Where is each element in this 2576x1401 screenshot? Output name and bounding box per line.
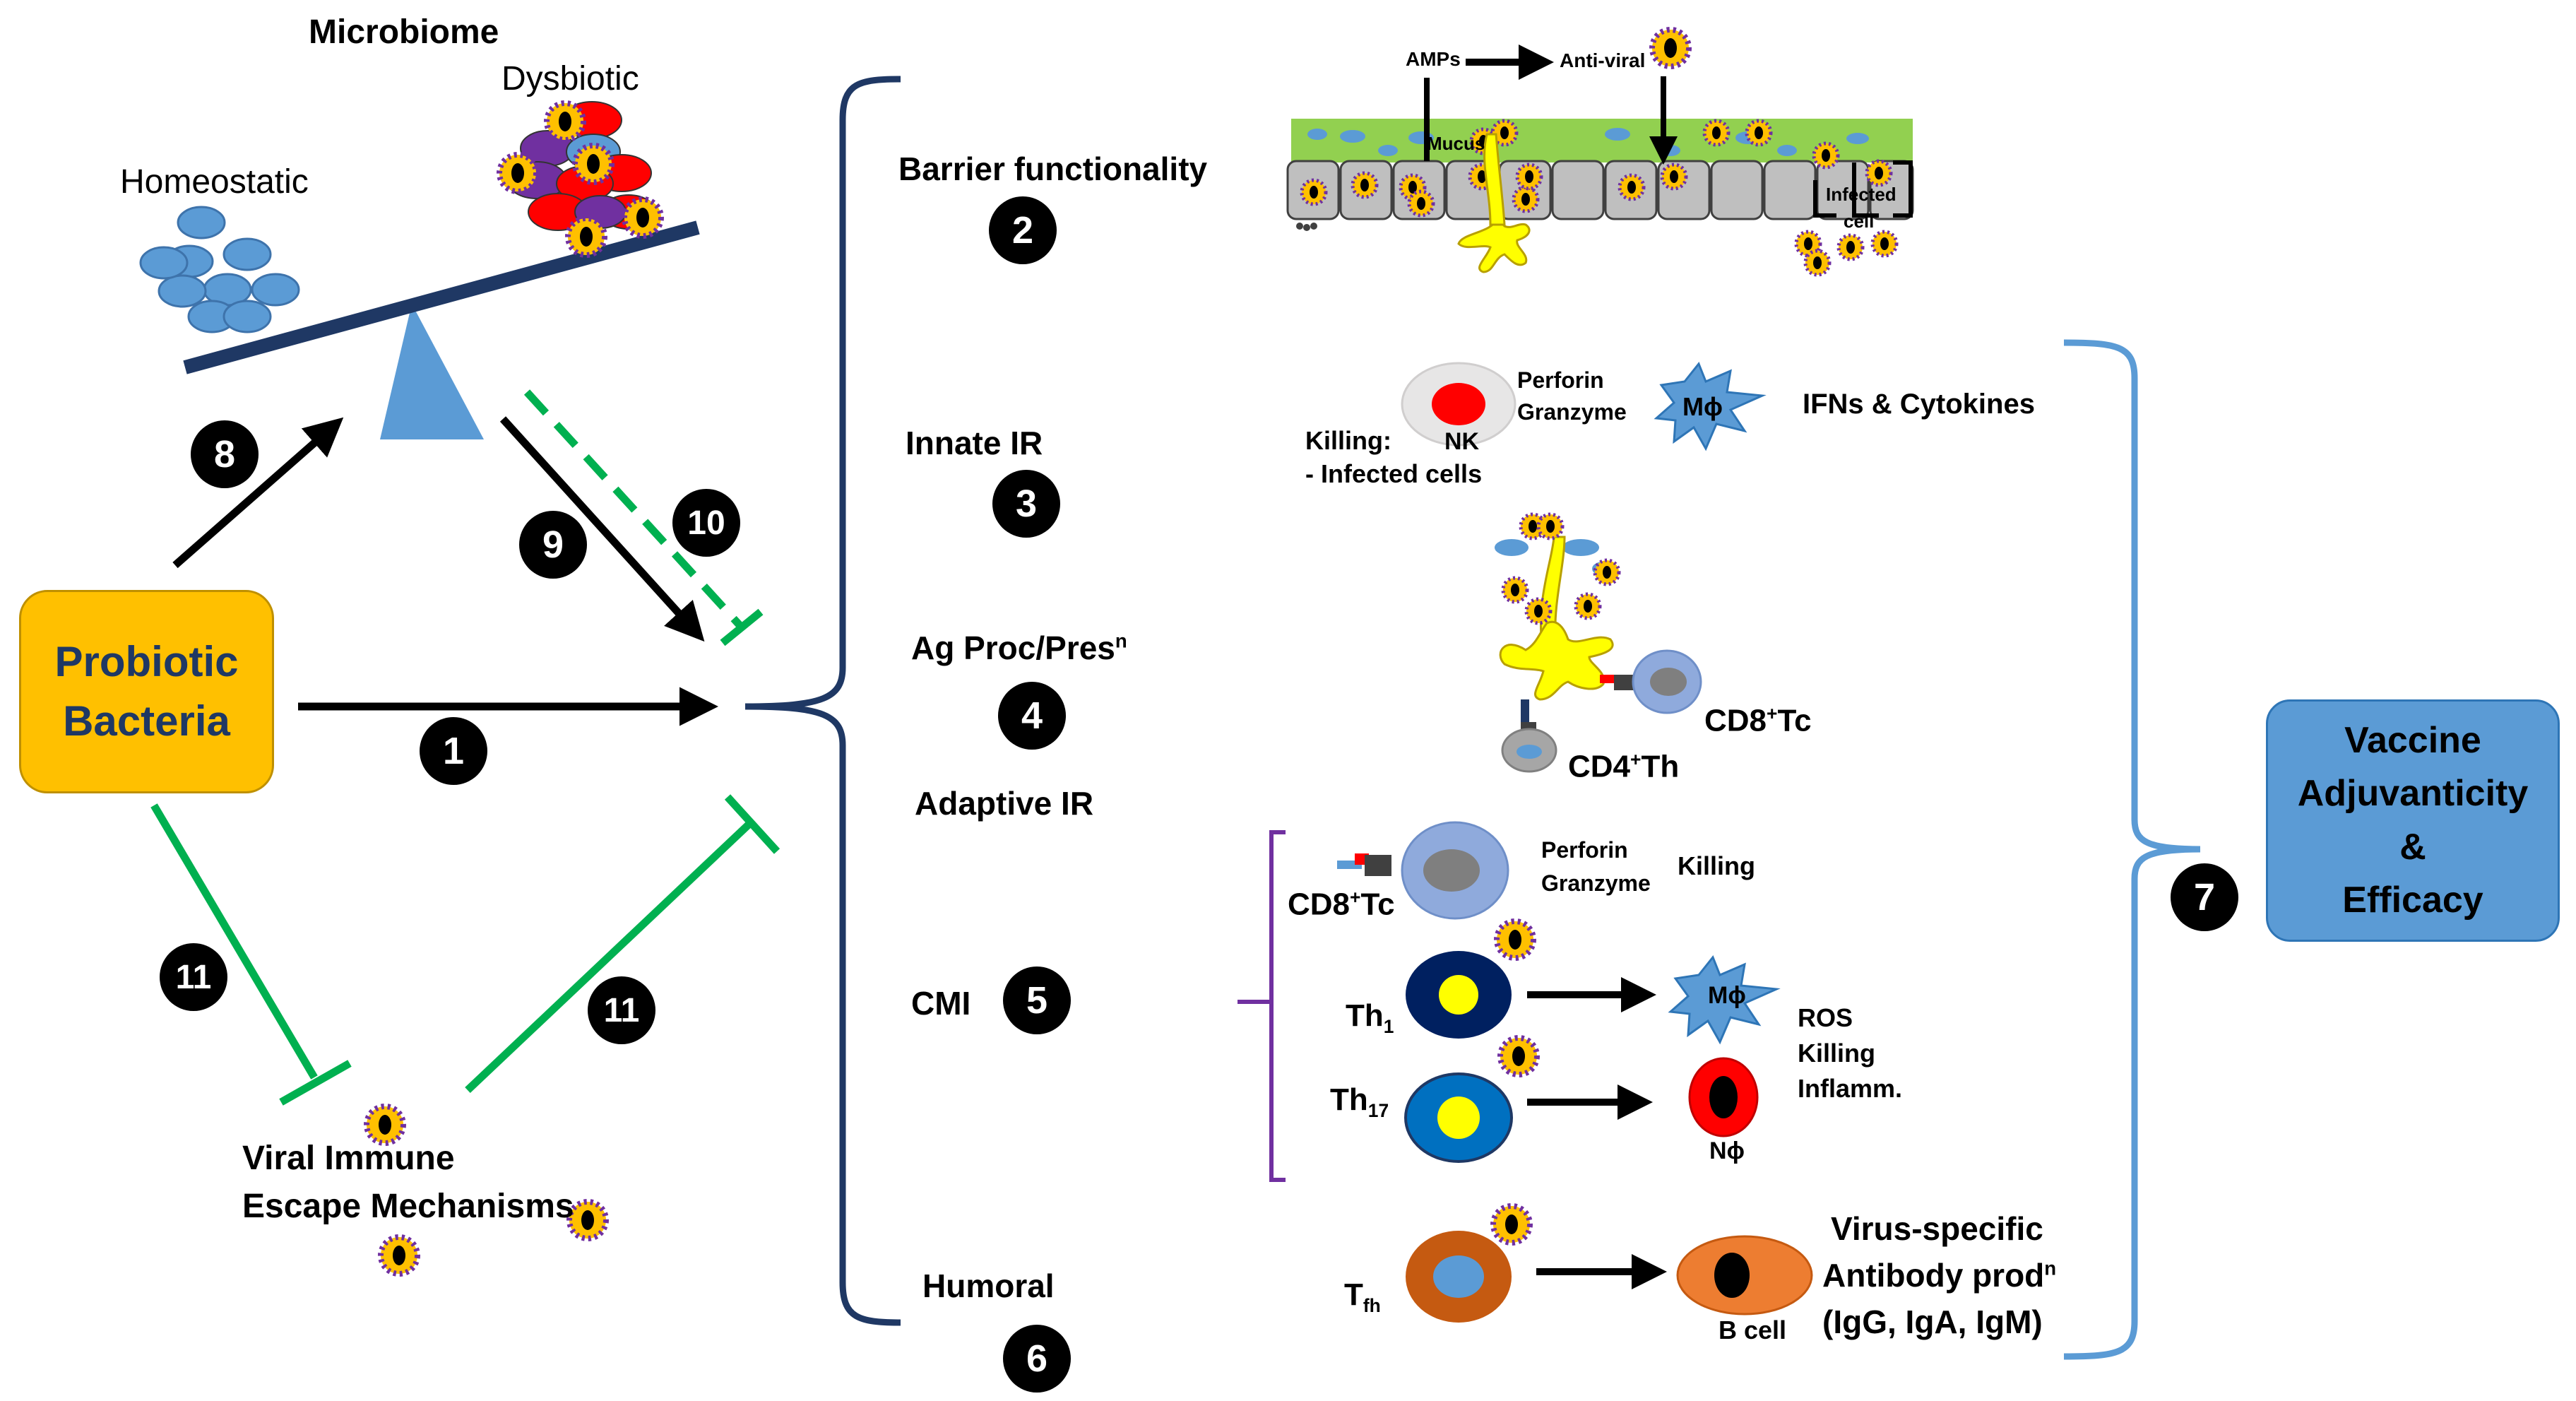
vaccine-brace [2063,339,2201,1360]
virus-specific-label: Virus-specific [1831,1210,2043,1247]
innate-granzyme-label: Granzyme [1517,399,1627,425]
macrophage-innate [1654,362,1767,451]
dysbiotic-label: Dysbiotic [501,60,639,97]
cmi-perforin-label: Perforin [1541,837,1628,863]
step-9-badge: 9 [519,511,587,579]
adaptive-ir-label: Adaptive IR [915,785,1094,822]
antiviral-label: Anti-viral [1560,49,1646,71]
inflamm-label: Inflamm. [1798,1074,1903,1103]
killing-label: Killing: [1305,426,1391,455]
step-1-badge: 1 [420,717,487,785]
antibody-prod-label: Antibody prodn [1822,1257,2057,1294]
step-10-badge: 10 [672,489,740,557]
b-cell [1676,1235,1813,1316]
innate-macrophage-label: Mϕ [1682,392,1723,421]
arrow-9 [499,416,705,642]
humoral-label: Humoral [922,1267,1055,1304]
vaccine-adjuvanticity-box: Vaccine Adjuvanticity & Efficacy [2266,699,2560,942]
cmi-killing-label: Killing [1678,851,1755,880]
infected-cell-label-1: Infected [1826,184,1897,205]
epithelium [1286,30,1914,275]
innate-ir-label: Innate IR [906,425,1043,461]
step-8-badge: 8 [191,420,259,488]
th17-label: Th17 [1330,1082,1389,1121]
probiotic-line2: Bacteria [63,697,230,745]
inhibitor-11-left [150,803,352,1106]
ag-proc-label: Ag Proc/Presn [911,629,1127,666]
tfh-cell [1406,1231,1512,1323]
seesaw [183,220,700,439]
macrophage-cmi [1668,955,1781,1045]
probiotic-bacteria-box: Probiotic Bacteria [19,590,274,793]
innate-perforin-label: Perforin [1517,367,1604,393]
cmi-killing2-label: Killing [1798,1039,1875,1068]
vaccine-line2: Adjuvanticity [2297,773,2529,815]
cd8-tc-agpres [1600,649,1702,714]
cmi-bracket [1237,830,1286,1182]
amps-label: AMPs [1406,48,1461,70]
step-6-badge: 6 [1003,1325,1071,1393]
microbiome-title: Microbiome [309,13,499,51]
nk-label: NK [1444,428,1480,455]
step-3-badge: 3 [992,470,1060,538]
viral-escape-line1: Viral Immune [242,1140,455,1177]
isotypes-label: (IgG, IgA, IgM) [1822,1304,2043,1340]
cd8-tc-cmi [1337,821,1509,920]
mucus-label: Mucus [1427,133,1485,154]
step-5-badge: 5 [1003,966,1071,1034]
infected-cells-label: - Infected cells [1305,459,1483,488]
nk-cell [1401,362,1516,447]
homeostatic-label: Homeostatic [120,163,309,201]
step-11-right-badge: 11 [588,976,655,1044]
th1-cell [1406,951,1512,1039]
b-cell-label: B cell [1719,1316,1787,1344]
step-2-badge: 2 [989,196,1057,264]
viral-escape-line2: Escape Mechanisms [242,1188,574,1225]
main-brace [744,76,901,1326]
vaccine-line4: Efficacy [2342,879,2483,921]
cmi-cd8-label: CD8+Tc [1288,887,1395,922]
homeostatic-bacteria [139,206,300,333]
tfh-label: Tfh [1344,1277,1381,1316]
step-7-badge: 7 [2171,863,2238,931]
infected-cell-label-2: cell [1844,211,1875,232]
cmi-granzyme-label: Granzyme [1541,870,1651,896]
ros-label: ROS [1798,1003,1853,1032]
agpres-cd8-label: CD8+Tc [1704,703,1812,738]
inhibitor-10 [523,389,764,646]
neutrophil-label: Nϕ [1709,1137,1745,1164]
agpres-cd4-label: CD4+Th [1568,749,1680,784]
cmi-label: CMI [911,985,971,1022]
barrier-functionality-label: Barrier functionality [898,150,1208,187]
inhibitor-11-right [465,794,780,1093]
th17-cell [1404,1072,1513,1163]
vaccine-line3: & [2399,826,2426,868]
step-4-badge: 4 [998,682,1066,750]
cmi-macrophage-label: Mϕ [1708,982,1746,1009]
cd4-th-agpres [1501,699,1557,773]
step-11-left-badge: 11 [160,943,227,1011]
dendritic-cell [1495,514,1619,701]
vaccine-line1: Vaccine [2344,719,2481,761]
neutrophil [1688,1057,1759,1137]
th1-label: Th1 [1346,998,1394,1037]
ifns-cytokines-label: IFNs & Cytokines [1803,389,2035,420]
arrow-8 [172,417,344,569]
probiotic-line1: Probiotic [54,638,239,685]
